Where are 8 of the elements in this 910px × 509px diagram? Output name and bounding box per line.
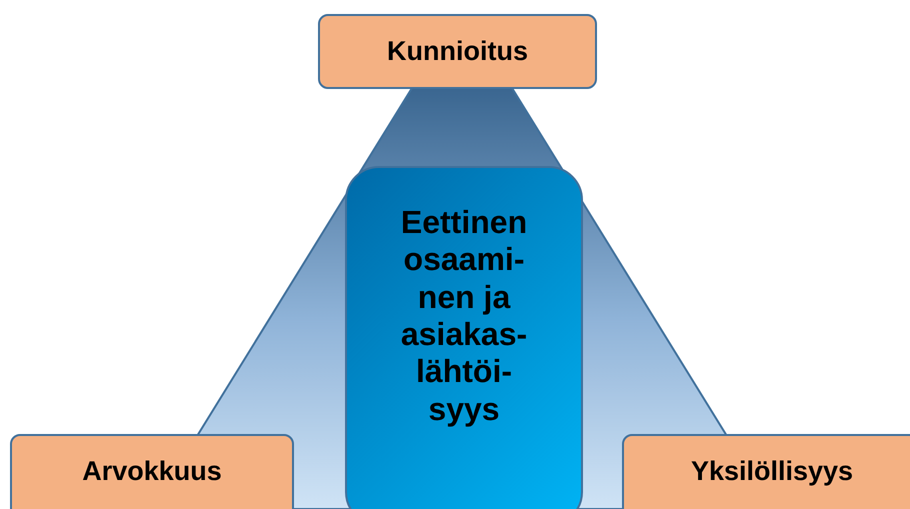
node-label: Yksilöllisyys — [690, 456, 854, 486]
value-box — [10, 434, 294, 509]
value-box — [622, 434, 910, 509]
node-label: Arvokkuus — [82, 456, 222, 486]
node-label: Eettinen osaami- nen ja asiakas- lähtöi- syys — [400, 204, 528, 428]
core-box — [345, 166, 583, 509]
node-label: Kunnioitus — [387, 36, 528, 67]
value-box — [318, 14, 597, 89]
